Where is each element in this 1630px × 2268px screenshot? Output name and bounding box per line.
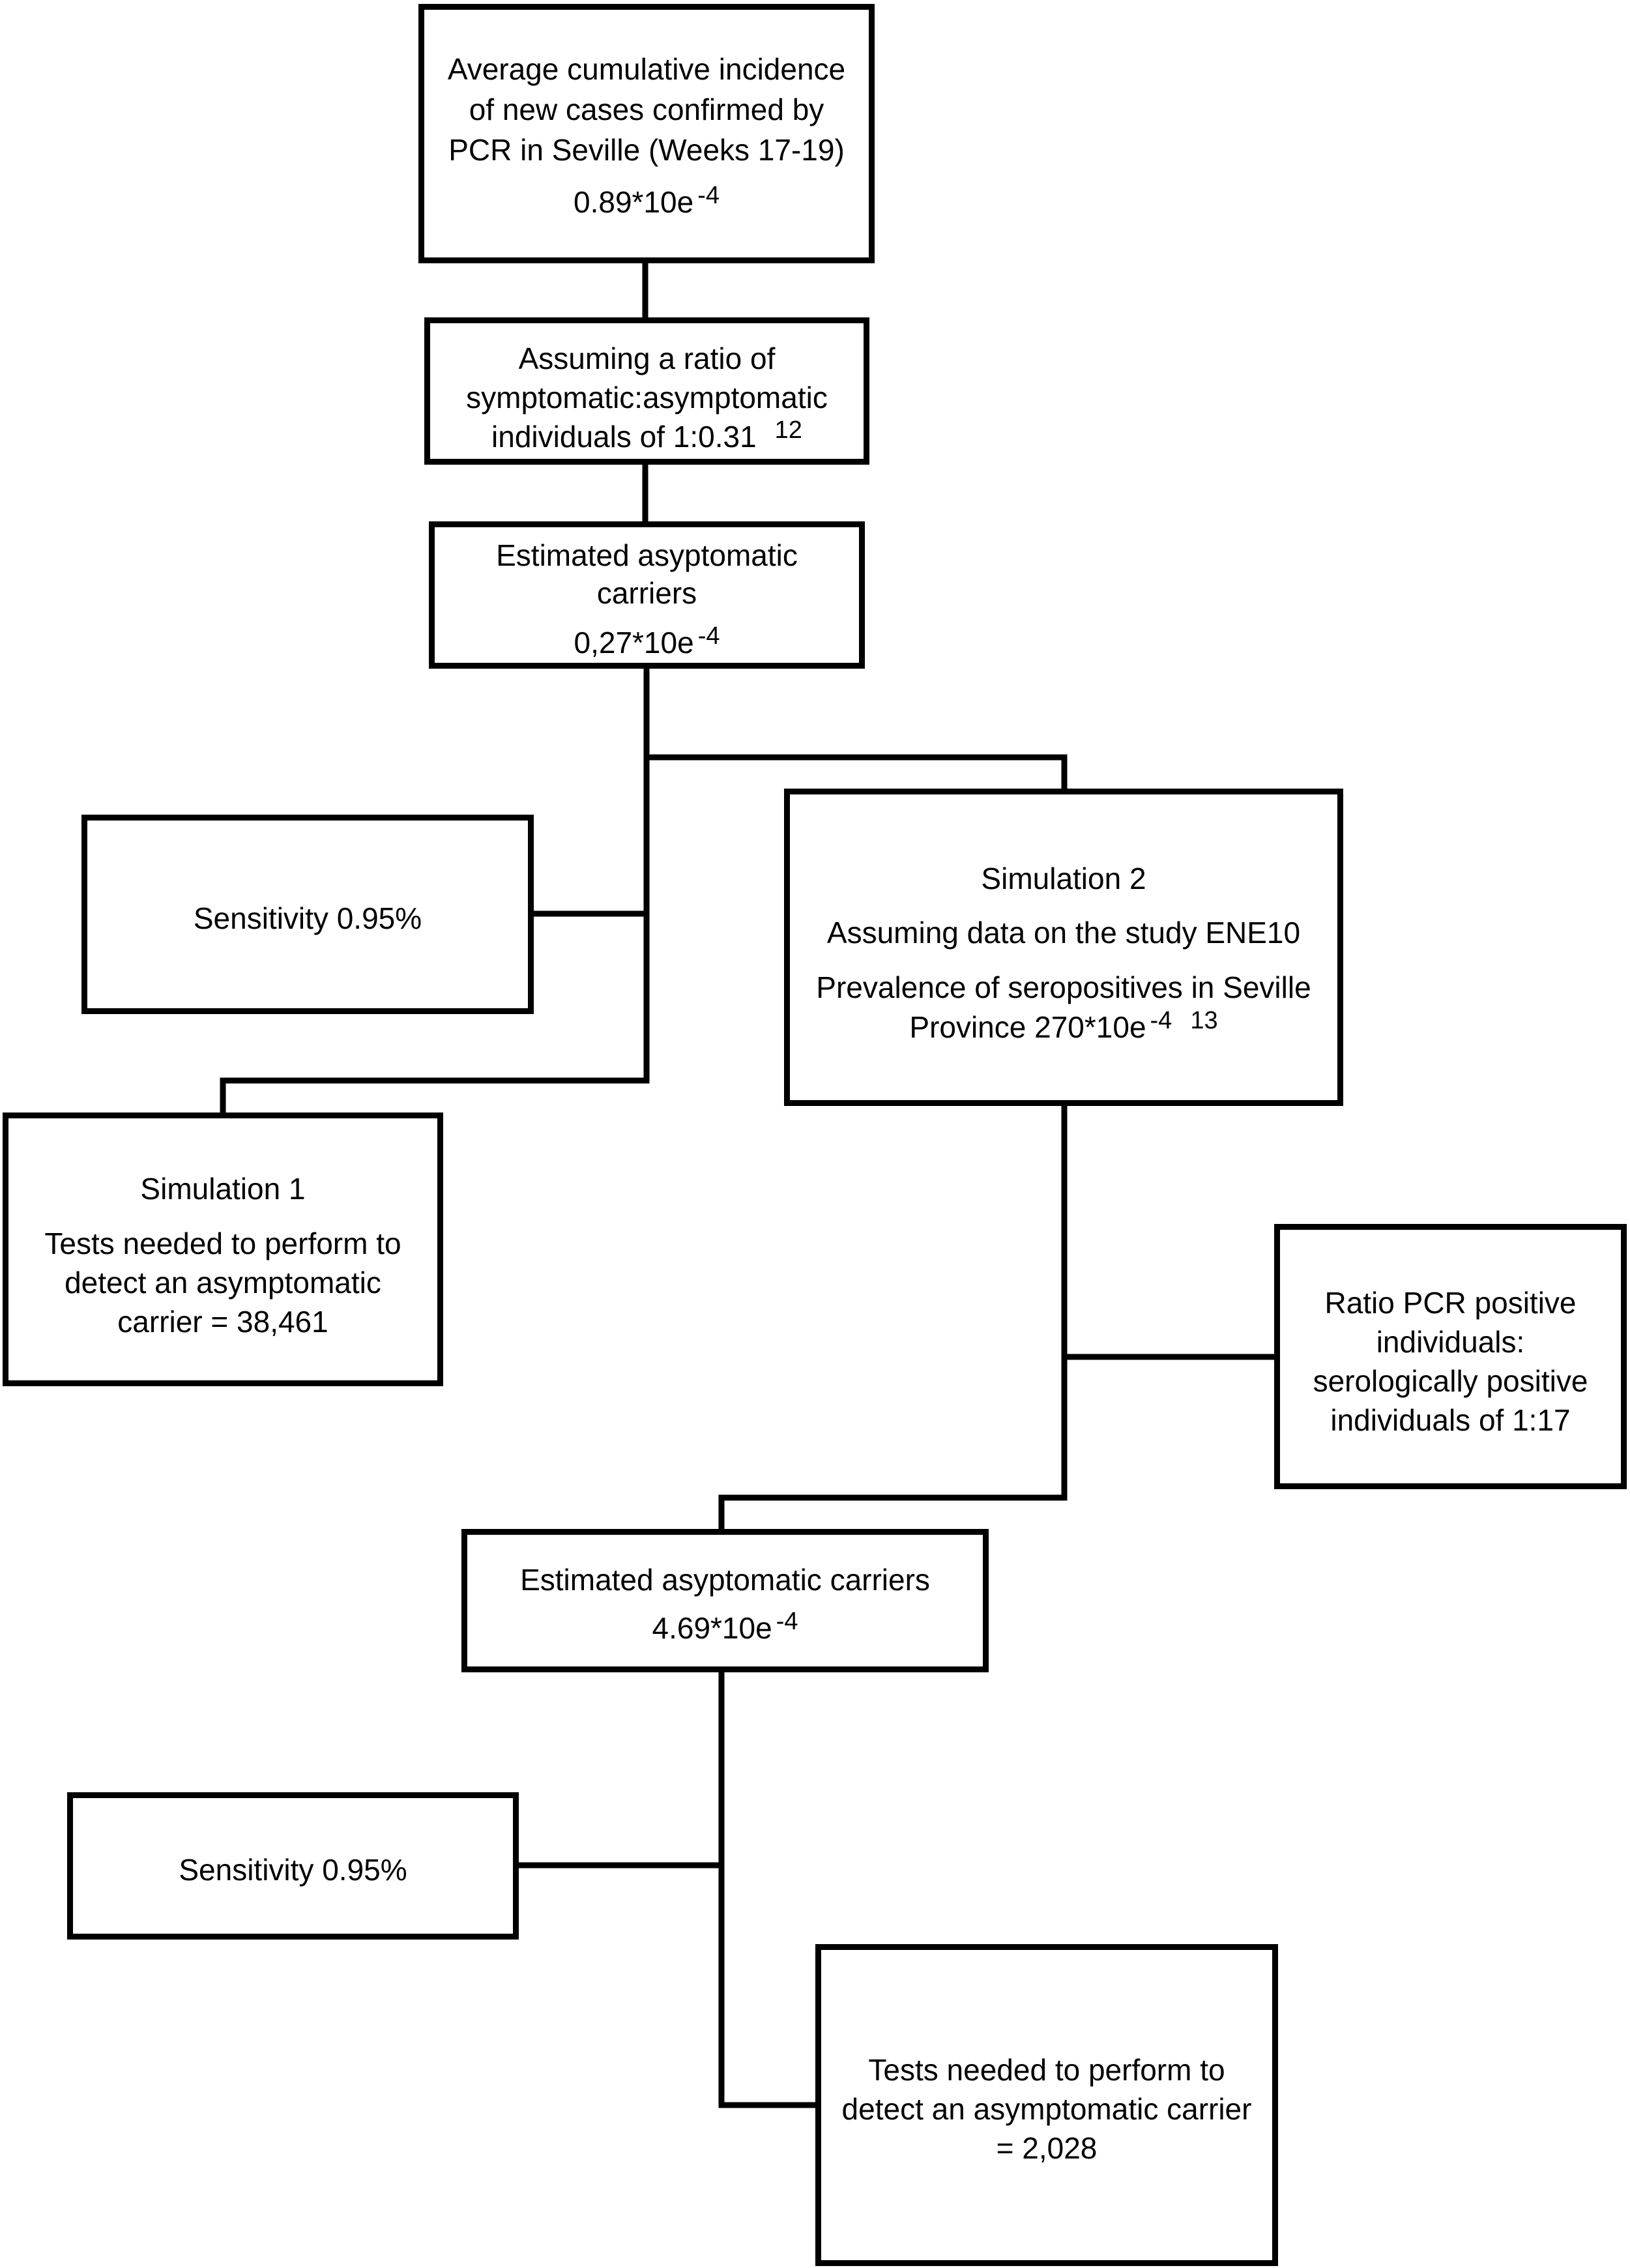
simulation2-line-3-row: Province 270*10e-4 13	[790, 1007, 1337, 1049]
simulation2-line-2: Prevalence of seropositives in Seville	[816, 970, 1311, 1004]
carriers1-box: Estimated asyptomatic carriers 0,27*10e-…	[429, 521, 865, 669]
carriers2-box: Estimated asyptomatic carriers 4.69*10e-…	[461, 1529, 989, 1672]
carriers1-value-line: 0,27*10e-4	[435, 622, 859, 664]
tests2-line-1: Tests needed to perform to	[868, 2053, 1225, 2087]
simulation2-line-1: Assuming data on the study ENE10	[826, 916, 1301, 950]
sensitivity1-box: Sensitivity 0.95%	[81, 815, 534, 1014]
simulation2-title: Simulation 2	[981, 862, 1146, 895]
carriers1-exponent: -4	[697, 622, 720, 650]
carriers2-value-line: 4.69*10e-4	[467, 1608, 983, 1650]
incidence-line-3: PCR in Seville (Weeks 17-19)	[448, 133, 845, 167]
carriers1-value: 0,27*10e	[574, 626, 694, 660]
pcr-ratio-line-1: Ratio PCR positive	[1324, 1286, 1577, 1320]
incidence-value: 0.89*10e	[574, 185, 694, 219]
simulation2-box: Simulation 2 Assuming data on the study …	[784, 789, 1343, 1106]
pcr-ratio-line-3: serologically positive	[1313, 1364, 1588, 1398]
pcr-ratio-line-4: individuals of 1:17	[1330, 1403, 1571, 1437]
incidence-value-line: 0.89*10e-4	[424, 182, 869, 224]
pcr-ratio-line-2: individuals:	[1376, 1325, 1525, 1359]
sensitivity1-label: Sensitivity 0.95%	[193, 901, 422, 935]
ratio-line-2: symptomatic:asymptomatic	[466, 381, 828, 414]
incidence-line-1: Average cumulative incidence	[447, 52, 846, 86]
simulation1-line-1: Tests needed to perform to	[44, 1227, 401, 1260]
carriers1-line-2: carriers	[596, 576, 697, 610]
tests2-box: Tests needed to perform to detect an asy…	[815, 1944, 1278, 2266]
simulation1-box: Simulation 1 Tests needed to perform to …	[3, 1112, 443, 1386]
simulation2-reference: 13	[1190, 1007, 1218, 1034]
simulation1-line-2: detect an asymptomatic	[65, 1266, 381, 1300]
sensitivity2-box: Sensitivity 0.95%	[67, 1792, 519, 1940]
carriers2-exponent: -4	[776, 1608, 798, 1635]
carriers1-line-1: Estimated asyptomatic	[496, 538, 798, 572]
incidence-line-2: of new cases confirmed by	[469, 93, 824, 126]
pcr-ratio-box: Ratio PCR positive individuals: serologi…	[1274, 1224, 1627, 1489]
carriers2-line-1: Estimated asyptomatic carriers	[520, 1563, 930, 1597]
ratio-line-3: individuals of 1:0.31	[491, 420, 757, 454]
simulation1-line-3: carrier = 38,461	[117, 1305, 328, 1339]
carriers2-value: 4.69*10e	[652, 1611, 772, 1645]
tests2-line-3: = 2,028	[996, 2131, 1098, 2165]
ratio-line-3-row: individuals of 1:0.31 12	[430, 416, 864, 458]
incidence-box: Average cumulative incidence of new case…	[418, 4, 875, 263]
ratio-line-1: Assuming a ratio of	[518, 342, 776, 375]
simulation2-line-3: Province 270*10e	[909, 1010, 1146, 1044]
sensitivity2-label: Sensitivity 0.95%	[179, 1853, 407, 1887]
ratio-box: Assuming a ratio of symptomatic:asymptom…	[424, 317, 869, 465]
incidence-exponent: -4	[697, 182, 720, 209]
simulation1-title: Simulation 1	[140, 1172, 306, 1206]
simulation2-exponent: -4	[1150, 1007, 1172, 1034]
ratio-reference: 12	[774, 416, 802, 444]
tests2-line-2: detect an asymptomatic carrier	[841, 2092, 1252, 2126]
